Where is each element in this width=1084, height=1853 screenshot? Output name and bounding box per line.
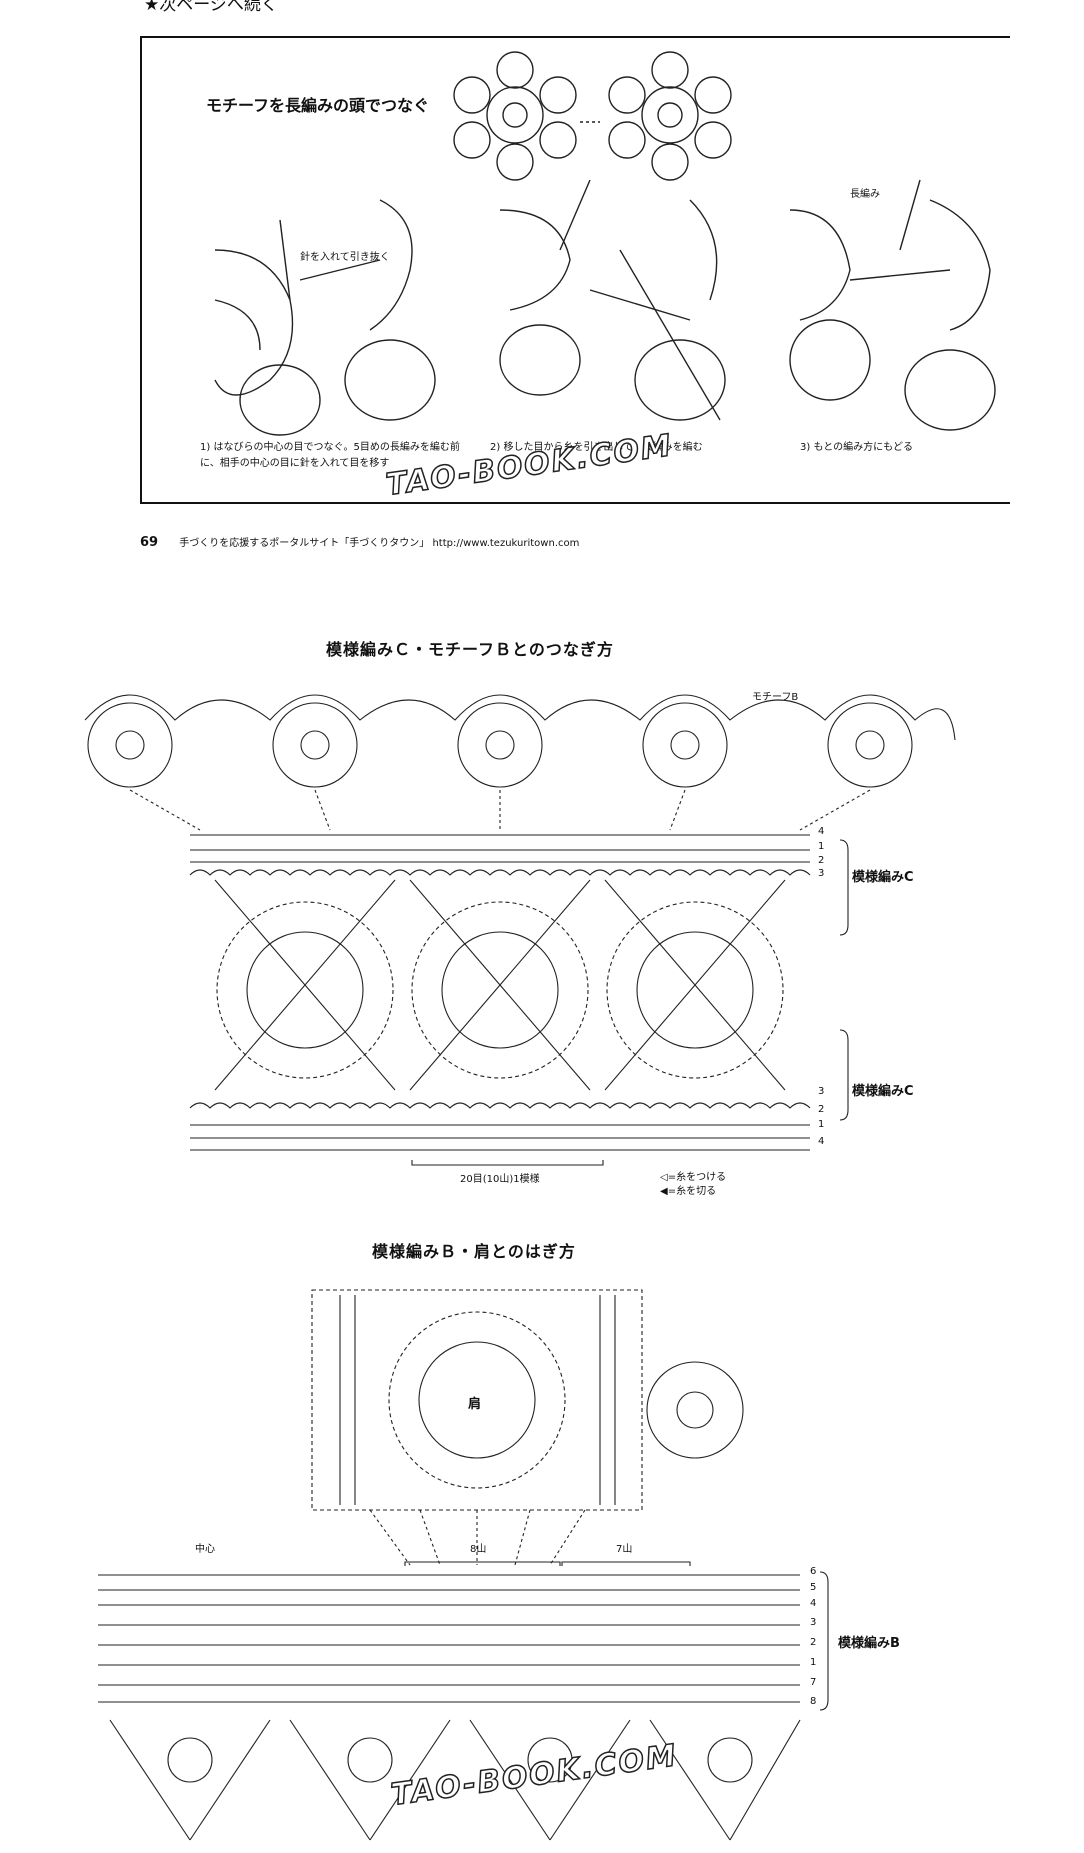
b-row-2: 2 [810,1637,817,1648]
step-1-num: 1) [200,442,211,453]
b-row-4: 4 [810,1598,817,1609]
b-band [98,1574,800,1703]
c-side-label-top: 模様編みC [852,870,914,885]
brace-top [839,839,849,936]
continued-note: ★次ページへ続く [144,0,278,15]
step-1-text: はなびらの中心の目でつなぐ。5目めの長編みを編む前に、相手の中心の目に針を入れて… [200,442,460,469]
step-3-text: もとの編み方にもどる [813,442,913,453]
page-footer: 69 手づくりを応援するポータルサイト「手づくりタウン」 http://www.… [140,534,579,550]
footer-text: 手づくりを応援するポータルサイト「手づくりタウン」 http://www.tez… [179,538,580,549]
c-bottom-row-1: 1 [818,1119,825,1130]
section-b-diagram [98,1289,829,1841]
repeat-bracket [411,1160,604,1166]
b-row-5: 5 [810,1582,817,1593]
bracket-8 [404,1561,561,1566]
top-band [189,834,811,876]
c-side-label-bottom: 模様編みC [852,1084,914,1099]
callout-treble: 長編み [850,189,880,200]
callout-insert-pull: 針を入れて引き抜く [300,252,390,263]
b-side-label: 模様編みB [838,1636,900,1651]
step-2-text: 移した目から糸を引き出して、長編みを編む [503,442,703,453]
motif-b-row [84,694,956,788]
repeat-label: 20目(10山)1模様 [460,1174,540,1185]
step1-illustration [214,199,436,436]
page-number: 69 [140,535,159,550]
step-2: 2) 移した目から糸を引き出して、長編みを編む [490,440,720,456]
brace-bottom [839,1029,849,1121]
bottom-band [189,1102,811,1151]
count-8: 8山 [470,1544,487,1555]
c-top-row-4: 4 [818,826,825,837]
legend-attach-text: =糸をつける [667,1172,727,1183]
c-bottom-row-4: 4 [818,1136,825,1147]
legend-attach: ◁=糸をつける [660,1172,727,1183]
instruction-panel [140,36,1010,504]
motif-diagram-right [608,51,732,181]
side-half-motif [646,1361,744,1459]
legend-cut: ◀=糸を切る [660,1186,717,1197]
bracket-7 [561,1561,691,1566]
section-c-diagram [84,694,956,1166]
motif-diagram-left [453,51,577,181]
b-row-6: 6 [810,1566,817,1577]
connector-lines [129,789,871,831]
section-c-title: 模様編みＣ・モチーフＢとのつなぎ方 [326,640,614,659]
step-1: 1) はなびらの中心の目でつなぐ。5目めの長編みを編む前に、相手の中心の目に針を… [200,440,460,472]
b-row-8: 8 [810,1696,817,1707]
shoulder-label: 肩 [468,1397,482,1412]
step-3: 3) もとの編み方にもどる [800,440,1000,456]
c-top-row-2: 2 [818,855,825,866]
flower-motifs [214,879,786,1091]
b-edging [109,1719,801,1841]
b-row-3: 3 [810,1617,817,1628]
step2-illustration [499,179,726,421]
shoulder-flower [418,1341,536,1459]
step-2-num: 2) [490,442,501,453]
center-mark: 中心 [195,1544,215,1555]
brace-b [819,1571,829,1711]
motif-b-label: モチーフB [752,692,799,703]
count-7: 7山 [616,1544,633,1555]
step-3-num: 3) [800,442,811,453]
step3-illustration [789,179,996,431]
c-top-row-3: 3 [818,868,825,879]
c-bottom-row-2: 2 [818,1104,825,1115]
c-bottom-row-3: 3 [818,1086,825,1097]
panel-title: モチーフを長編みの頭でつなぐ [206,96,430,115]
section-b-title: 模様編みＢ・肩とのはぎ方 [372,1242,576,1261]
join-lines [369,1509,586,1566]
b-row-7: 7 [810,1677,817,1688]
c-top-row-1: 1 [818,841,825,852]
b-row-1: 1 [810,1657,817,1668]
legend-cut-text: =糸を切る [667,1186,717,1197]
